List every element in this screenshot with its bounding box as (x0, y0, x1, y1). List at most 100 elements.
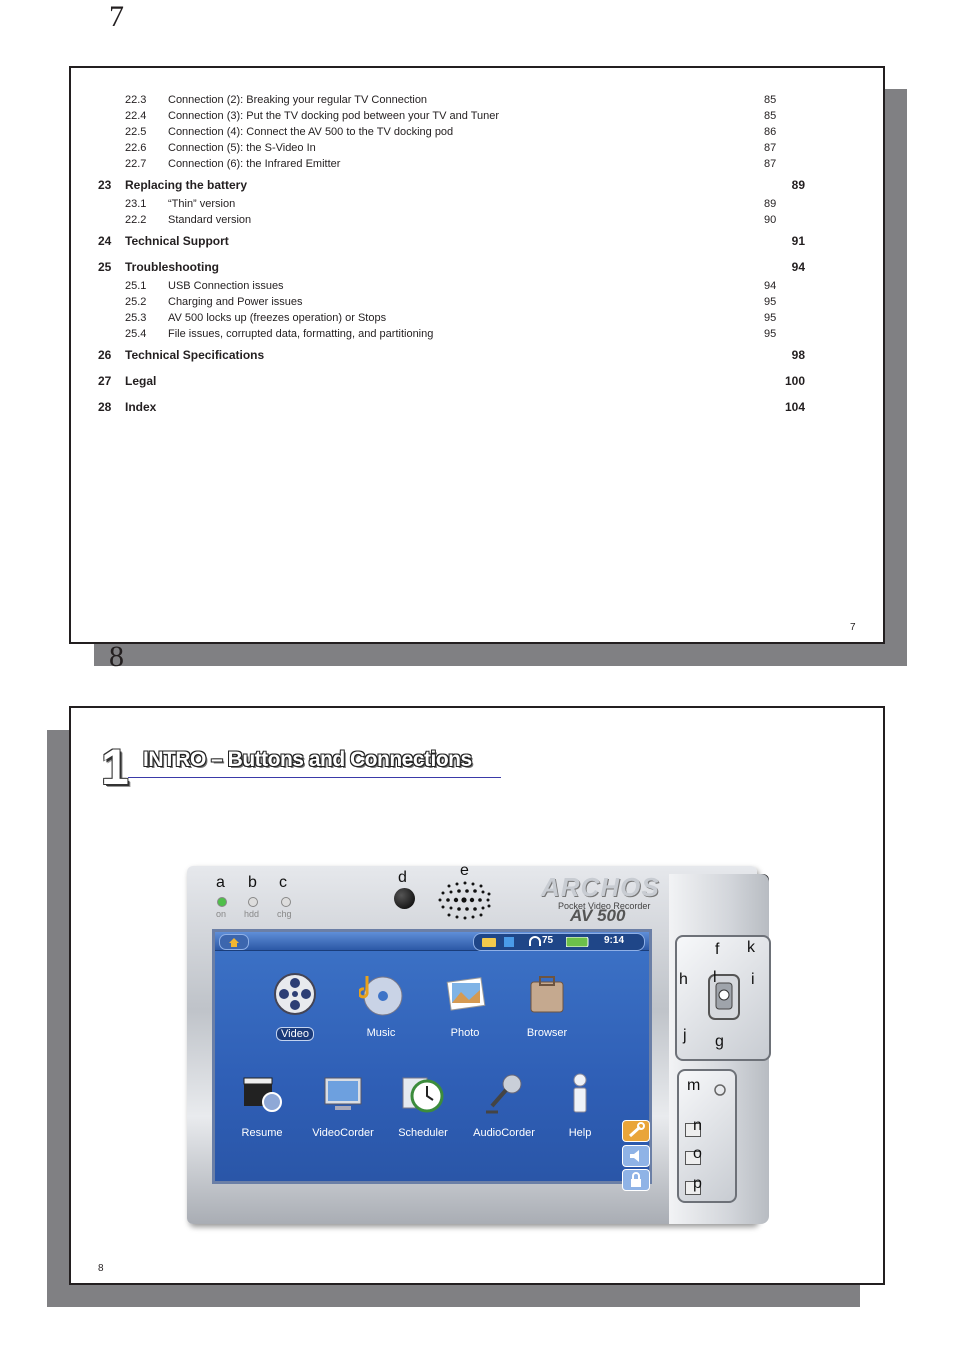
battery-icon (566, 937, 589, 947)
page-marker-7: 7 (109, 0, 124, 33)
toc-title: Connection (2): Breaking your regular TV… (168, 94, 428, 106)
toc-number: 25 (98, 260, 112, 274)
toc-page: 104 (784, 400, 805, 414)
menu-icon (714, 1084, 726, 1096)
speaker-icon (630, 1150, 639, 1162)
toc-title: Connection (4): Connect the AV 500 to th… (168, 126, 454, 138)
stop-icon (504, 937, 514, 947)
status-area: 75 9:14 (473, 933, 645, 951)
app-scheduler[interactable]: Scheduler (383, 1072, 463, 1139)
label-d: d (398, 869, 407, 886)
page-footer-number: 7 (850, 622, 856, 633)
function-buttons: m n o p (677, 1069, 737, 1203)
toc-page: 94 (791, 260, 805, 274)
app-browser[interactable]: Browser (507, 972, 587, 1039)
app-videocorder[interactable]: VideoCorder (303, 1072, 383, 1139)
model-name: AV 500 (570, 906, 626, 925)
toc-title: Standard version (168, 214, 252, 226)
toc-page: 22.3 Connection (2): Breaking your regula… (69, 66, 885, 644)
app-label: VideoCorder (312, 1127, 374, 1139)
label-e: e (460, 862, 469, 879)
app-help[interactable]: Help (540, 1072, 620, 1139)
toc-number: 27 (98, 374, 112, 388)
app-label: Browser (526, 1027, 568, 1039)
button-o[interactable] (685, 1151, 701, 1165)
toc-number: 22.4 (125, 110, 147, 122)
led-label-on: on (216, 909, 227, 919)
photo-icon (446, 977, 486, 1011)
toc-page: 90 (764, 214, 777, 226)
settings-tool-button[interactable] (622, 1120, 650, 1142)
app-audiocorder[interactable]: AudioCorder (464, 1072, 544, 1139)
toc-number: 28 (98, 400, 112, 414)
label-p: p (693, 1175, 702, 1192)
label-l: l (713, 969, 717, 986)
app-label: Video (276, 1027, 314, 1041)
headphones-icon (529, 936, 541, 946)
joystick-icon (708, 974, 740, 1020)
toc-title: Index (125, 400, 157, 414)
button-p[interactable] (685, 1181, 701, 1195)
toc-page: 100 (784, 374, 805, 388)
music-cd-icon (357, 976, 403, 1016)
toc-title: Replacing the battery (125, 178, 248, 192)
toc-title: Connection (6): the Infrared Emitter (168, 158, 341, 170)
page-marker-8: 8 (109, 640, 124, 673)
toc-section-row: 22.7 Connection (6): the Infrared Emitter… (97, 158, 805, 174)
toc-number: 22.3 (125, 94, 147, 106)
screen-status-bar: 75 9:14 (215, 932, 649, 951)
briefcase-icon (530, 976, 564, 1013)
toc-number: 22.7 (125, 158, 147, 170)
toc-chapter-row: 28 Index 104 (97, 400, 805, 420)
lock-icon (631, 1172, 641, 1187)
toc-title: Charging and Power issues (168, 296, 303, 308)
home-button[interactable] (219, 934, 249, 950)
toc-title: Connection (5): the S-Video In (168, 142, 316, 154)
led-label-chg: chg (277, 909, 292, 919)
label-o: o (693, 1145, 702, 1162)
toc-section-row: 22.3 Connection (2): Breaking your regula… (97, 94, 805, 110)
folder-icon (482, 938, 496, 947)
chapter-number: 1 (101, 739, 129, 795)
toc-page: 95 (764, 312, 777, 324)
app-label: Scheduler (398, 1127, 448, 1139)
film-reel-icon (274, 973, 316, 1015)
lock-button[interactable] (622, 1169, 650, 1191)
app-photo[interactable]: Photo (425, 972, 505, 1039)
button-n[interactable] (685, 1123, 701, 1137)
label-h: h (679, 971, 688, 988)
toc-title: USB Connection issues (168, 280, 284, 292)
app-label: AudioCorder (473, 1127, 535, 1139)
volume-button[interactable] (622, 1145, 650, 1167)
home-icon (229, 938, 239, 947)
toc-number: 26 (98, 348, 112, 362)
toc-page: 87 (764, 158, 777, 170)
navigation-pad[interactable]: f k h l i j g (675, 935, 771, 1061)
intro-page: 1 INTRO – Buttons and Connections a b c … (69, 706, 885, 1285)
tv-icon (324, 1077, 362, 1110)
led-hdd (248, 897, 258, 907)
page-title: INTRO – Buttons and Connections (143, 748, 472, 771)
app-music[interactable]: Music (341, 972, 421, 1039)
app-label: Help (568, 1127, 592, 1139)
clapperboard-gear-icon (243, 1077, 282, 1112)
microphone (394, 888, 415, 909)
label-n: n (693, 1117, 702, 1134)
toc-title: Legal (125, 374, 157, 388)
toc-title: Technical Support (125, 234, 229, 248)
volume-level: 75 (542, 935, 554, 946)
toc-number: 24 (98, 234, 112, 248)
app-video[interactable]: Video (255, 972, 335, 1042)
toc-number: 25.2 (125, 296, 147, 308)
app-resume[interactable]: Resume (222, 1072, 302, 1139)
speaker-grille (438, 881, 491, 920)
label-m: m (687, 1077, 701, 1094)
